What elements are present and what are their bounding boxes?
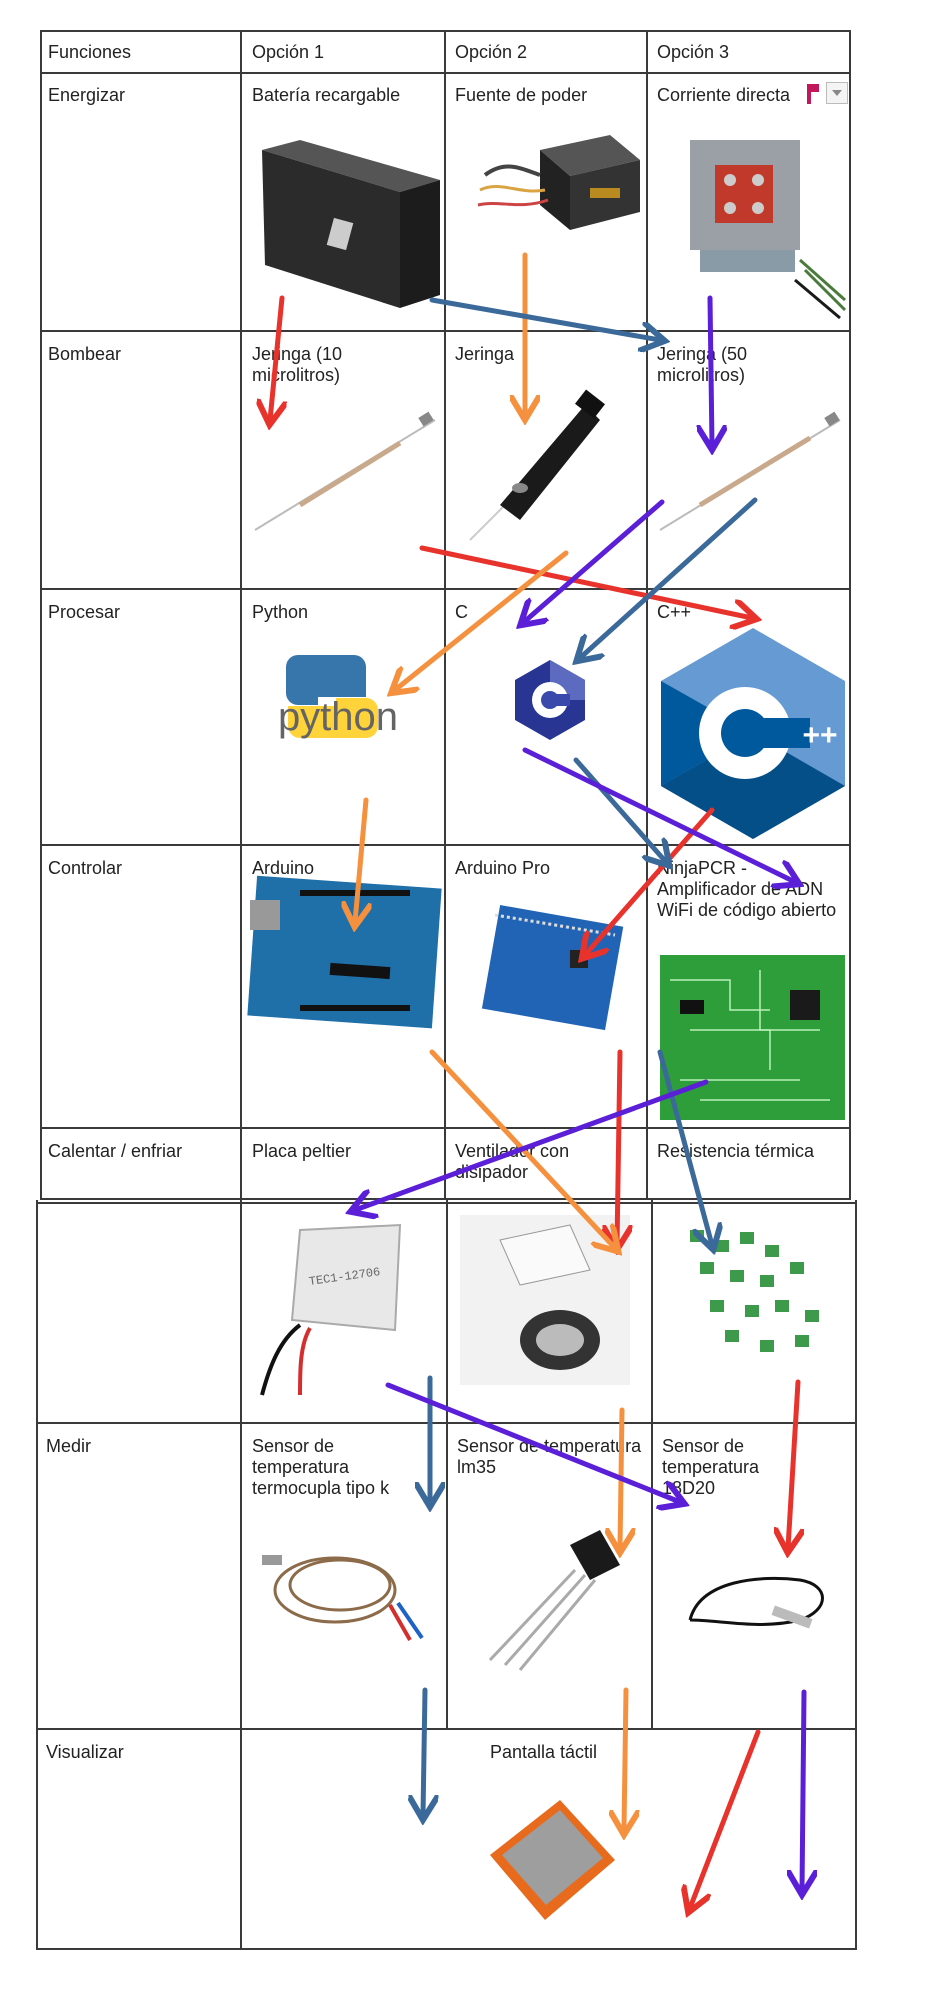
- cpp-logo-image: ++: [661, 628, 845, 839]
- cell-jeringa-50: Jeringa (50 microlitros): [657, 344, 748, 385]
- fan-heatsink-image: [460, 1215, 630, 1385]
- lm35-image: [488, 1530, 620, 1671]
- header-opcion-3: Opción 3: [657, 42, 730, 62]
- row-label-energizar: Energizar: [48, 85, 126, 105]
- ds18b20-image: [688, 1576, 824, 1629]
- c-logo-image: [515, 660, 585, 740]
- comment-flag-icon[interactable]: [807, 84, 819, 104]
- python-wordmark: python: [278, 695, 398, 739]
- header-funciones: Funciones: [48, 42, 132, 62]
- row-label-calentar: Calentar / enfriar: [48, 1141, 183, 1161]
- row-label-procesar: Procesar: [48, 602, 121, 622]
- cell-jeringa: Jeringa: [455, 344, 515, 364]
- row-label-controlar: Controlar: [48, 858, 123, 878]
- row-label-medir: Medir: [46, 1436, 92, 1456]
- ninjapcr-board-image: [660, 955, 845, 1120]
- cpp-plus-text: ++: [802, 719, 837, 752]
- row-label-visualizar: Visualizar: [46, 1742, 124, 1762]
- cell-termocupla: Sensor de temperatura termocupla tipo k: [252, 1436, 390, 1498]
- dropdown-arrow-icon[interactable]: [826, 82, 848, 104]
- cell-fuente: Fuente de poder: [455, 85, 588, 105]
- thermocouple-image: [262, 1555, 424, 1641]
- peltier-image: TEC1-12706: [260, 1223, 402, 1396]
- terminal-blocks-image: [690, 1230, 819, 1352]
- cell-corriente: Corriente directa: [657, 85, 791, 105]
- power-supply-image: [477, 135, 640, 230]
- cell-placa-peltier: Placa peltier: [252, 1141, 352, 1161]
- arduino-pro-image: [481, 905, 624, 1031]
- header-opcion-1: Opción 1: [252, 42, 325, 62]
- battery-image: [262, 140, 440, 308]
- syringe-black-image: [469, 389, 605, 541]
- header-opcion-2: Opción 2: [455, 42, 528, 62]
- transformer-image: [690, 140, 847, 320]
- syringe-10-image: [254, 411, 436, 531]
- row-label-bombear: Bombear: [48, 344, 122, 364]
- cell-pantalla-tactil: Pantalla táctil: [490, 1742, 598, 1762]
- cell-arduino: Arduino: [252, 858, 315, 878]
- cell-python: Python: [252, 602, 309, 622]
- syringe-50-image: [659, 411, 841, 531]
- cell-bateria: Batería recargable: [252, 85, 401, 105]
- arduino-uno-image: [247, 875, 442, 1029]
- touchscreen-image: [490, 1800, 615, 1920]
- python-logo-image: python: [278, 655, 398, 739]
